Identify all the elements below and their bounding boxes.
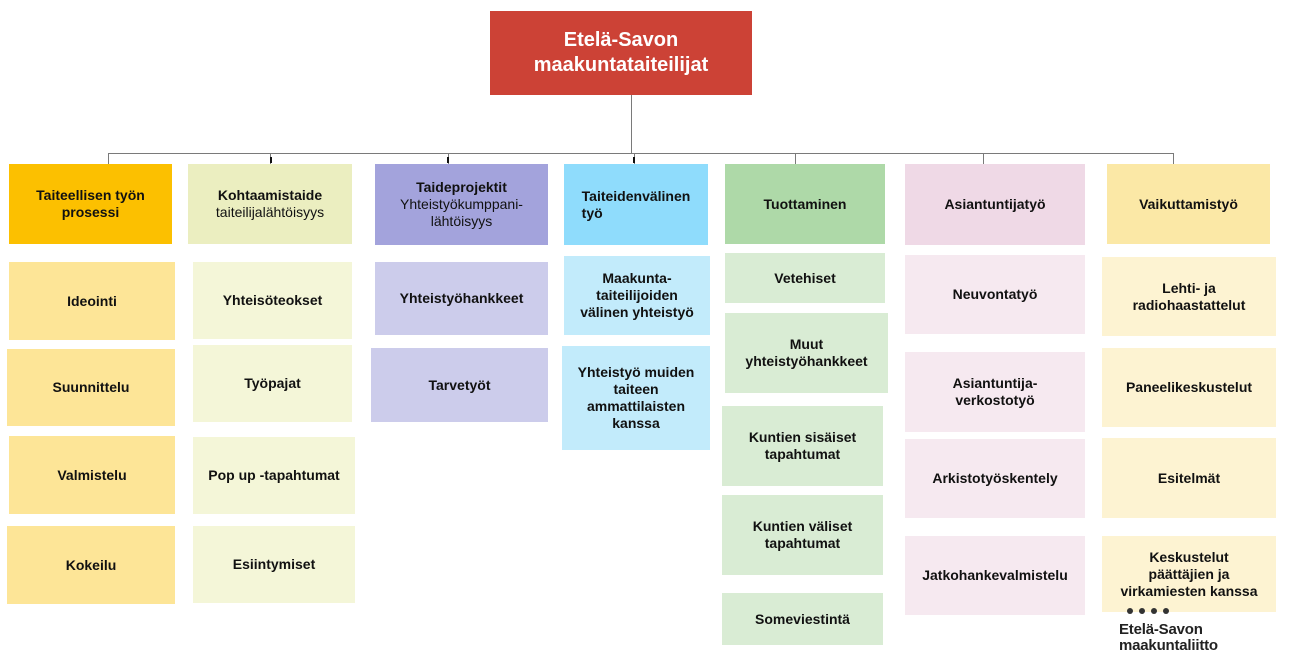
header-1-line-1: Taiteellisen työn: [36, 187, 145, 203]
column-6-item-2: Asiantuntija-verkostotyö: [905, 352, 1085, 432]
item-label-line: Yhteistyö muiden: [577, 364, 695, 380]
item-label-line: ammattilaisten: [586, 398, 686, 414]
column-3-item-1: Yhteistyöhankkeet: [375, 262, 548, 335]
column-1-item-1: Ideointi: [9, 262, 175, 340]
item-label: Paneelikeskustelut: [1125, 379, 1253, 395]
column-6-item-4: Jatkohankevalmistelu: [905, 536, 1085, 615]
root-node: Etelä-Savon maakuntataiteilijat: [490, 11, 752, 95]
item-label: Someviestintä: [755, 610, 850, 627]
header-4-line-2: työ: [581, 204, 603, 221]
header-6-line-1: Asiantuntijatyö: [944, 196, 1046, 212]
item-label-line: Keskustelut: [1149, 548, 1229, 565]
item-label-line: kanssa: [612, 415, 660, 431]
column-header-6: Asiantuntijatyö: [905, 164, 1085, 245]
item-label: Esitelmät: [1157, 469, 1221, 486]
header-4-line-1: Taiteidenvälinen: [581, 187, 691, 204]
item-label-line: virkamiesten kanssa: [1120, 582, 1258, 599]
item-label: Kokeilu: [65, 556, 117, 573]
header-3-subtitle-2: lähtöisyys: [430, 213, 493, 229]
root-connector: [631, 95, 632, 154]
column-3-item-2: Tarvetyöt: [371, 348, 548, 422]
item-label-line: päättäjien ja: [1148, 565, 1230, 582]
item-label-line: yhteistyöhankkeet: [745, 353, 868, 369]
column-connector-5: [795, 153, 796, 164]
column-1-item-2: Suunnittelu: [7, 349, 175, 426]
item-label-line: taiteilijoiden: [596, 287, 678, 303]
header-5-line-1: Tuottaminen: [763, 195, 847, 212]
column-5-item-5: Someviestintä: [722, 593, 883, 645]
column-5-item-1: Vetehiset: [725, 253, 885, 303]
column-connector-6: [983, 153, 984, 164]
column-tick-2: [270, 157, 272, 163]
column-connector-1: [108, 153, 109, 164]
item-label: Työpajat: [244, 375, 301, 391]
column-1-item-3: Valmistelu: [9, 436, 175, 514]
item-label-line: taiteen: [613, 381, 659, 397]
header-2-subtitle: taiteilijalähtöisyys: [215, 204, 325, 220]
item-label-line: Maakunta-: [602, 270, 672, 286]
item-label-line: välinen yhteistyö: [580, 304, 694, 320]
column-6-item-3: Arkistotyöskentely: [905, 439, 1085, 518]
item-label-line: Kuntien sisäiset: [748, 429, 857, 445]
column-tick-4: [633, 157, 635, 163]
header-3-line-1: Taideprojektit: [416, 179, 507, 195]
header-7-line-1: Vaikuttamistyö: [1139, 195, 1238, 212]
item-label-line: Kuntien väliset: [752, 518, 853, 534]
column-tick-3: [447, 157, 449, 163]
item-label: Neuvontatyö: [952, 286, 1038, 302]
item-label: Pop up -tapahtumat: [208, 467, 340, 483]
item-label: Ideointi: [67, 292, 117, 309]
header-1-line-2: prosessi: [61, 204, 120, 220]
item-label: Valmistelu: [57, 466, 127, 483]
column-7-item-2: Paneelikeskustelut: [1102, 348, 1276, 427]
logo-mark-icon: [1127, 608, 1169, 614]
item-label: Yhteisöteokset: [222, 292, 323, 308]
item-label: Jatkohankevalmistelu: [922, 567, 1068, 583]
item-label: Vetehiset: [774, 269, 836, 286]
column-2-item-2: Työpajat: [193, 345, 352, 422]
item-label: Suunnittelu: [52, 379, 130, 395]
maakuntaliitto-logo: Etelä-Savon maakuntaliitto: [1119, 622, 1218, 654]
column-2-item-1: Yhteisöteokset: [193, 262, 352, 339]
column-2-item-3: Pop up -tapahtumat: [193, 437, 355, 514]
column-1-item-4: Kokeilu: [7, 526, 175, 604]
item-label-line: verkostotyö: [955, 392, 1035, 408]
column-header-5: Tuottaminen: [725, 164, 885, 244]
item-label: Yhteistyöhankkeet: [399, 290, 524, 306]
item-label: Tarvetyöt: [428, 376, 491, 393]
column-7-item-3: Esitelmät: [1102, 438, 1276, 518]
root-title-line1: Etelä-Savon: [563, 29, 679, 51]
item-label: Esiintymiset: [232, 556, 316, 572]
column-2-item-4: Esiintymiset: [193, 526, 355, 603]
item-label-line: Asiantuntija-: [952, 375, 1038, 391]
item-label-line: tapahtumat: [764, 535, 841, 551]
item-label-line: tapahtumat: [764, 446, 841, 462]
header-3-subtitle-1: Yhteistyökumppani-: [400, 196, 523, 212]
column-6-item-1: Neuvontatyö: [905, 255, 1085, 334]
header-2-line-1: Kohtaamistaide: [217, 187, 323, 203]
item-label: Arkistotyöskentely: [932, 470, 1058, 486]
column-connector-7: [1173, 153, 1174, 164]
root-title-line2: maakuntataiteilijat: [533, 54, 709, 76]
column-header-7: Vaikuttamistyö: [1107, 164, 1270, 244]
logo-line-2: maakuntaliitto: [1119, 637, 1218, 654]
horizontal-connector: [108, 153, 1174, 154]
item-label-line: radiohaastattelut: [1132, 296, 1246, 313]
item-label-line: Lehti- ja: [1162, 279, 1216, 296]
item-label-line: Muut: [789, 336, 824, 352]
logo-line-1: Etelä-Savon: [1119, 621, 1203, 638]
